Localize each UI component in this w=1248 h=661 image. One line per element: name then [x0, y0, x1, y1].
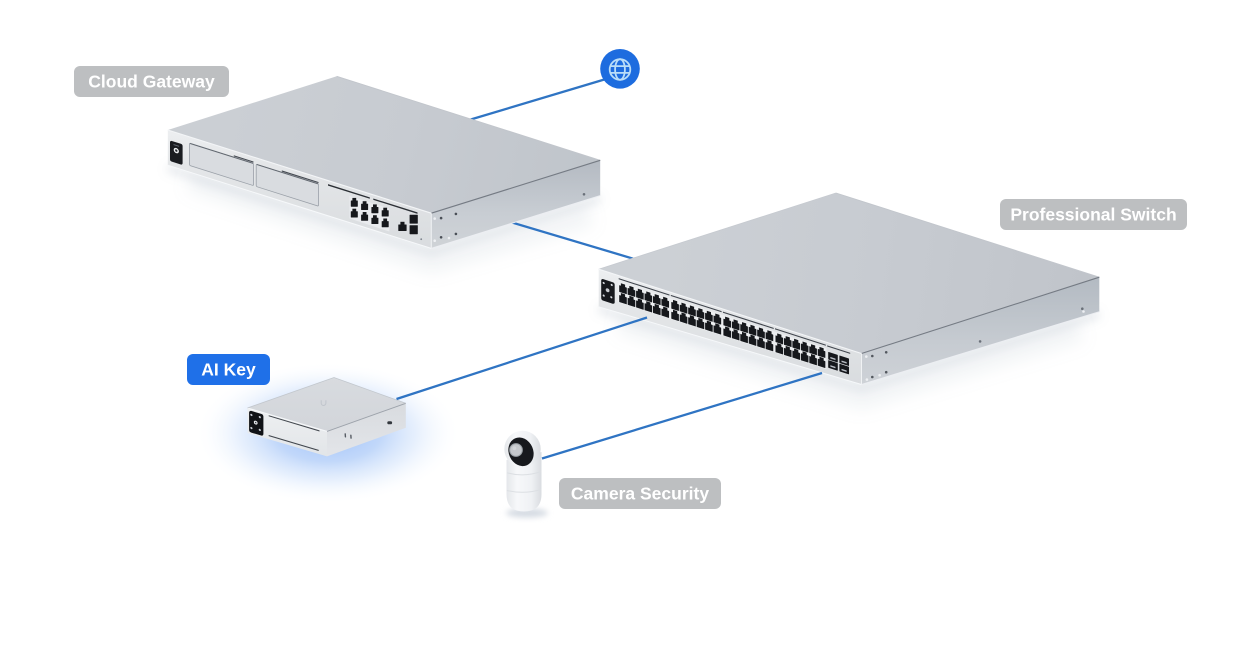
svg-text:Professional Switch: Professional Switch	[1010, 205, 1176, 225]
svg-text:AI Key: AI Key	[201, 360, 256, 380]
svg-text:Camera Security: Camera Security	[571, 484, 709, 504]
svg-text:Cloud Gateway: Cloud Gateway	[88, 72, 215, 92]
